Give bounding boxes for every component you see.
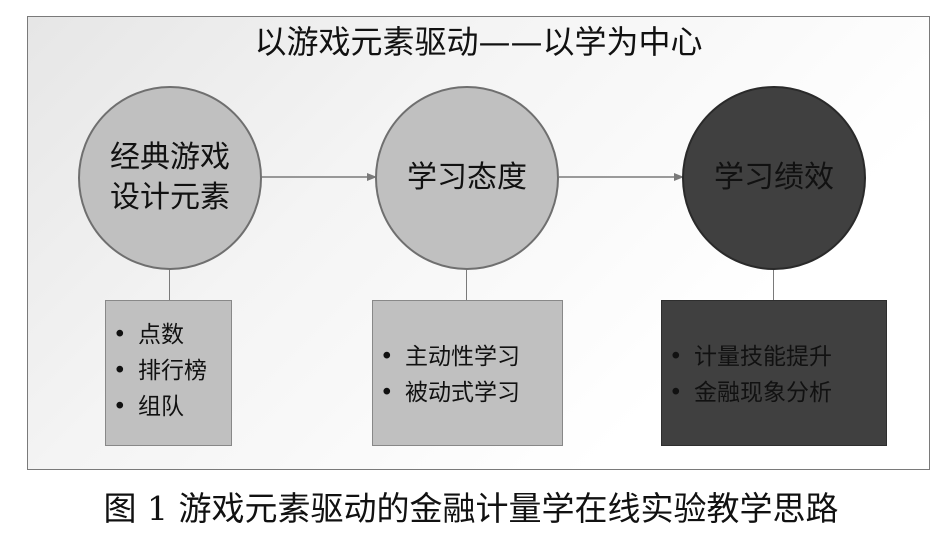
list-item-text: 计量技能提升 [694, 344, 832, 370]
bullet-icon: • [113, 322, 127, 348]
figure-caption: 图 1 游戏元素驱动的金融计量学在线实验教学思路 [103, 489, 839, 528]
list-item-text: 主动性学习 [405, 344, 520, 370]
list-item: • 被动式学习 [373, 375, 562, 411]
bullet-icon: • [113, 358, 127, 384]
list-item-text: 被动式学习 [405, 380, 520, 406]
node-game-design-elements: 经典游戏 设计元素 [78, 86, 262, 270]
node-learning-attitude-label: 学习态度 [407, 158, 527, 198]
connector-design [169, 270, 170, 300]
items-box-performance: • 计量技能提升 • 金融现象分析 [661, 300, 887, 446]
items-box-attitude: • 主动性学习 • 被动式学习 [372, 300, 563, 446]
items-box-design: • 点数 • 排行榜 • 组队 [105, 300, 232, 446]
diagram-title: 以游戏元素驱动——以学为中心 [254, 23, 703, 61]
list-item-text: 排行榜 [138, 358, 207, 384]
list-item: • 组队 [106, 389, 231, 425]
list-item: • 点数 [106, 317, 231, 353]
node-label-line: 学习绩效 [714, 160, 834, 195]
list-item: • 金融现象分析 [662, 375, 886, 411]
list-item-text: 组队 [138, 394, 184, 420]
list-item: • 排行榜 [106, 353, 231, 389]
bullet-icon: • [380, 380, 394, 406]
node-label-line: 经典游戏 [110, 140, 230, 175]
list-item: • 计量技能提升 [662, 339, 886, 375]
connector-attitude [466, 270, 467, 300]
node-label-line: 设计元素 [110, 180, 230, 215]
node-game-design-elements-label: 经典游戏 设计元素 [110, 138, 230, 218]
bullet-icon: • [669, 344, 683, 370]
bullet-icon: • [380, 344, 394, 370]
node-learning-performance: 学习绩效 [682, 86, 866, 270]
node-learning-performance-label: 学习绩效 [714, 158, 834, 198]
bullet-icon: • [669, 380, 683, 406]
node-learning-attitude: 学习态度 [375, 86, 559, 270]
list-item-text: 金融现象分析 [694, 380, 832, 406]
node-label-line: 学习态度 [407, 160, 527, 195]
list-item-text: 点数 [138, 322, 184, 348]
list-item: • 主动性学习 [373, 339, 562, 375]
bullet-icon: • [113, 394, 127, 420]
connector-performance [773, 270, 774, 300]
